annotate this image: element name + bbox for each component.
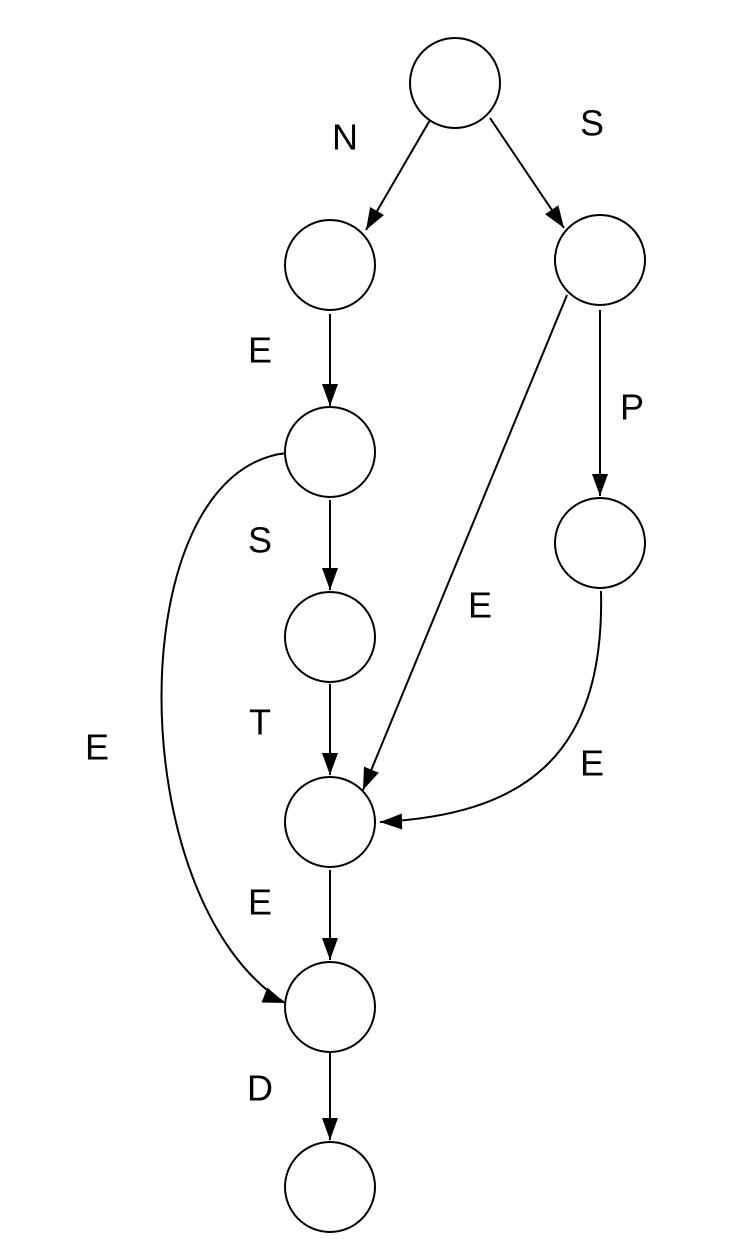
edges-layer — [160, 117, 608, 1140]
edge-arrowhead-4 — [322, 568, 338, 590]
edge-nes-to-nest — [322, 684, 338, 775]
edge-arrowhead-2 — [322, 384, 338, 406]
edge-curve — [160, 452, 288, 1004]
edge-label: N — [332, 117, 358, 158]
edge-label: S — [580, 103, 604, 144]
state-node-root — [409, 37, 501, 129]
edge-label: P — [620, 387, 644, 428]
edge-label: E — [468, 585, 492, 626]
edge-n-to-ne — [322, 314, 338, 406]
labels-layer: N S E P S E T E E E D — [85, 103, 644, 1109]
nodes-layer — [284, 37, 646, 1233]
edge-ne-to-nes — [322, 500, 338, 590]
edge-s-to-nest — [362, 294, 568, 791]
edge-curve — [379, 590, 603, 823]
edge-arrowhead-1 — [545, 205, 564, 228]
edge-arrowhead-7 — [261, 987, 285, 1003]
edge-arrowhead-3 — [592, 474, 608, 496]
edge-label: E — [580, 743, 604, 784]
state-node-ne — [284, 406, 376, 498]
state-node-s — [554, 214, 646, 306]
edge-arrowhead-10 — [322, 1118, 338, 1140]
state-node-nes — [284, 591, 376, 683]
edge-arrowhead-9 — [322, 938, 338, 960]
edge-ne-to-ested — [160, 452, 288, 1004]
edge-label: E — [248, 882, 272, 923]
edge-label: S — [248, 520, 272, 561]
edge-line — [489, 117, 565, 229]
edge-arrowhead-0 — [366, 206, 384, 230]
edge-arrowhead-5 — [363, 766, 379, 790]
state-node-sp — [554, 497, 646, 589]
edge-label: D — [247, 1068, 273, 1109]
edge-label: E — [85, 727, 109, 768]
edge-nest-to-ested — [322, 870, 338, 960]
state-node-nest — [284, 776, 376, 868]
state-node-end — [284, 1141, 376, 1233]
edge-root-to-s — [489, 117, 565, 229]
edge-ested-to-end — [322, 1053, 338, 1140]
edge-sp-to-nest — [379, 590, 603, 830]
edge-label: E — [248, 330, 272, 371]
state-node-n — [284, 219, 376, 311]
edge-line — [362, 294, 568, 791]
edge-label: T — [249, 702, 271, 743]
state-node-ested — [284, 961, 376, 1053]
edge-root-to-n — [365, 119, 431, 231]
edge-s-to-sp — [592, 310, 608, 496]
edge-arrowhead-8 — [380, 813, 403, 830]
edge-arrowhead-6 — [322, 753, 338, 775]
